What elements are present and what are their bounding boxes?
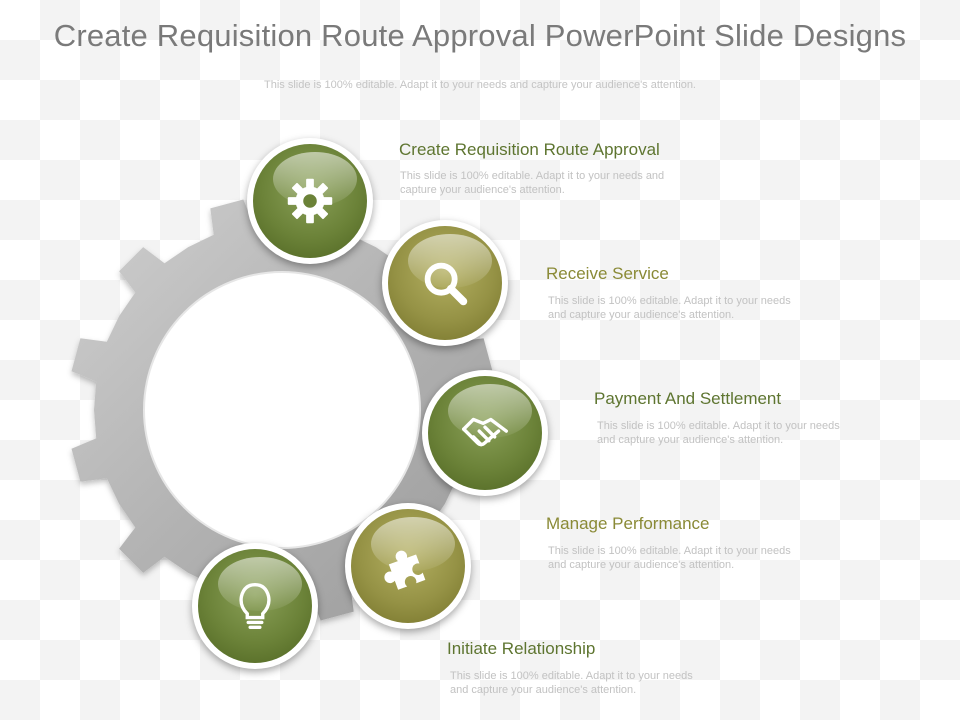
step-1-circle: [247, 138, 373, 264]
step-3-circle: [422, 370, 548, 496]
gear-icon: [287, 178, 333, 224]
step-5-circle: [192, 543, 318, 669]
gear-center: [143, 271, 421, 549]
step-2-heading: Receive Service: [546, 264, 669, 283]
step-4-description: This slide is 100% editable. Adapt it to…: [548, 545, 791, 571]
step-5-description: This slide is 100% editable. Adapt it to…: [450, 670, 693, 696]
slide-title: Create Requisition Route Approval PowerP…: [53, 18, 907, 53]
slide-subtitle: This slide is 100% editable. Adapt it to…: [264, 79, 696, 91]
step-2-description: This slide is 100% editable. Adapt it to…: [548, 295, 791, 321]
step-1-heading: Create Requisition Route Approval: [399, 140, 660, 159]
step-3-description: This slide is 100% editable. Adapt it to…: [597, 420, 840, 446]
magnifier-icon: [424, 262, 468, 306]
step-1-description: This slide is 100% editable. Adapt it to…: [400, 170, 665, 196]
step-5-heading: Initiate Relationship: [447, 639, 596, 658]
step-4-heading: Manage Performance: [546, 514, 710, 533]
puzzle-icon: [384, 550, 426, 590]
handshake-icon: [462, 417, 508, 447]
lightbulb-icon: [239, 583, 271, 629]
step-4-circle: [345, 503, 471, 629]
step-2-circle: [382, 220, 508, 346]
step-3-heading: Payment And Settlement: [594, 389, 782, 408]
